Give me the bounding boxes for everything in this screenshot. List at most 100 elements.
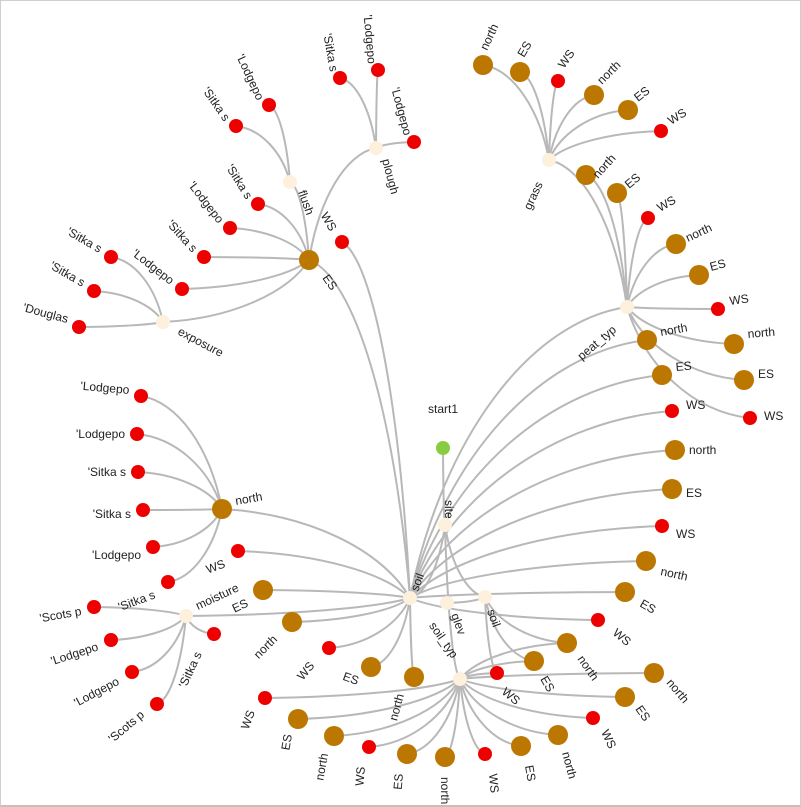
red-node-marker[interactable] <box>362 740 376 754</box>
tree-node-flush[interactable]: flush <box>283 175 317 217</box>
tree-node-lodgepo[interactable]: 'Lodgepo <box>72 665 139 710</box>
tree-node-ws[interactable]: WS <box>294 641 336 683</box>
tree-node-north[interactable]: north <box>548 725 580 780</box>
tree-node-sitka-s[interactable]: 'Sitka s <box>223 162 265 211</box>
brown-node-marker[interactable] <box>652 365 672 385</box>
brown-node-marker[interactable] <box>644 663 664 683</box>
red-node-marker[interactable] <box>161 575 175 589</box>
tree-node-sitka-s[interactable]: 'Sitka s <box>320 32 347 85</box>
tree-node-soil[interactable]: soil <box>403 571 427 605</box>
tree-node-lodgepo[interactable]: 'Lodgepo <box>361 14 385 77</box>
tree-node-north[interactable]: north <box>212 489 263 519</box>
brown-node-marker[interactable] <box>666 234 686 254</box>
tree-node-es[interactable]: ES <box>615 582 658 617</box>
tree-node-es[interactable]: ES <box>511 736 539 782</box>
red-node-marker[interactable] <box>641 211 655 225</box>
tree-node-sitka-s[interactable]: 'Sitka s <box>88 465 145 479</box>
tree-node-ws[interactable]: WS <box>318 210 349 249</box>
red-node-marker[interactable] <box>551 74 565 88</box>
red-node-marker[interactable] <box>150 697 164 711</box>
tree-node-scots-p[interactable]: 'Scots p <box>106 697 164 745</box>
tree-node-es[interactable]: ES <box>341 657 381 688</box>
tree-node-es[interactable]: ES <box>652 359 692 385</box>
brown-node-marker[interactable] <box>665 440 685 460</box>
brown-node-marker[interactable] <box>288 709 308 729</box>
tree-node-es[interactable]: ES <box>524 651 558 694</box>
tree-node-es[interactable]: ES <box>230 580 273 615</box>
tree-node-es[interactable]: ES <box>278 709 308 751</box>
tree-node-sitka-s[interactable]: 'Sitka s <box>164 217 211 264</box>
tree-node-exposure[interactable]: exposure <box>156 315 226 360</box>
red-node-marker[interactable] <box>87 284 101 298</box>
red-node-marker[interactable] <box>258 691 272 705</box>
brown-node-marker[interactable] <box>615 687 635 707</box>
tree-node-lodgepo[interactable]: 'Lodgepo <box>234 52 276 112</box>
tree-node-site[interactable]: site <box>438 500 456 532</box>
brown-node-marker[interactable] <box>253 580 273 600</box>
decision-node-marker[interactable] <box>156 315 170 329</box>
red-node-marker[interactable] <box>175 282 189 296</box>
red-node-marker[interactable] <box>207 627 221 641</box>
tree-node-sitka-s[interactable]: 'Sitka s <box>64 224 118 264</box>
red-node-marker[interactable] <box>591 613 605 627</box>
tree-node-plough[interactable]: plough <box>369 141 402 196</box>
tree-node-lodgepo[interactable]: 'Lodgepo <box>92 540 160 562</box>
tree-node-north[interactable]: north <box>251 612 302 661</box>
brown-node-marker[interactable] <box>299 250 319 270</box>
brown-node-marker[interactable] <box>361 657 381 677</box>
brown-node-marker[interactable] <box>324 726 344 746</box>
brown-node-marker[interactable] <box>662 479 682 499</box>
tree-node-lodgepo[interactable]: 'Lodgepo <box>49 633 118 668</box>
tree-node-north[interactable]: north <box>666 220 714 254</box>
brown-node-marker[interactable] <box>636 551 656 571</box>
tree-node-ws[interactable]: WS <box>591 613 634 649</box>
tree-node-es[interactable]: ES <box>662 479 702 500</box>
tree-node-ws[interactable]: WS <box>655 519 695 541</box>
tree-node-sitka-s[interactable]: 'Sitka s <box>93 503 150 521</box>
brown-node-marker[interactable] <box>576 165 596 185</box>
tree-node-sitka-s[interactable]: 'Sitka s <box>200 84 243 133</box>
tree-node-peat-typ[interactable]: peat_typ <box>575 300 634 363</box>
tree-node-ws[interactable]: WS <box>551 47 578 88</box>
tree-node-es[interactable]: ES <box>299 250 340 293</box>
brown-node-marker[interactable] <box>615 582 635 602</box>
brown-node-marker[interactable] <box>282 612 302 632</box>
tree-node-north[interactable]: north <box>576 151 619 185</box>
start-node-marker[interactable] <box>436 441 450 455</box>
red-node-marker[interactable] <box>104 633 118 647</box>
brown-node-marker[interactable] <box>473 55 493 75</box>
tree-node-ws[interactable]: WS <box>641 193 678 225</box>
red-node-marker[interactable] <box>231 544 245 558</box>
brown-node-marker[interactable] <box>724 334 744 354</box>
tree-node-north[interactable]: north <box>644 663 692 706</box>
red-node-marker[interactable] <box>72 320 86 334</box>
red-node-marker[interactable] <box>223 221 237 235</box>
brown-node-marker[interactable] <box>548 725 568 745</box>
red-node-marker[interactable] <box>478 747 492 761</box>
tree-node-es[interactable]: ES <box>607 170 643 203</box>
tree-node-douglas[interactable]: 'Douglas <box>21 300 86 334</box>
tree-node-ws[interactable]: WS <box>743 409 783 425</box>
brown-node-marker[interactable] <box>397 744 417 764</box>
tree-node-north[interactable]: north <box>557 633 602 683</box>
brown-node-marker[interactable] <box>557 633 577 653</box>
tree-node-sitka-s[interactable]: 'Sitka s <box>176 627 221 690</box>
tree-node-ws[interactable]: WS <box>711 291 750 316</box>
tree-node-es[interactable]: ES <box>615 687 653 724</box>
brown-node-marker[interactable] <box>584 85 604 105</box>
tree-node-grass[interactable]: grass <box>521 153 556 212</box>
brown-node-marker[interactable] <box>734 370 754 390</box>
tree-node-north[interactable]: north <box>435 747 455 804</box>
tree-node-es[interactable]: ES <box>618 83 652 120</box>
red-node-marker[interactable] <box>87 600 101 614</box>
tree-node-lodgepo[interactable]: 'Lodgepo <box>80 379 148 403</box>
decision-node-marker[interactable] <box>453 672 467 686</box>
red-node-marker[interactable] <box>407 135 421 149</box>
red-node-marker[interactable] <box>197 250 211 264</box>
brown-node-marker[interactable] <box>618 100 638 120</box>
tree-node-lodgepo[interactable]: 'Lodgepo <box>388 86 421 149</box>
red-node-marker[interactable] <box>490 666 504 680</box>
red-node-marker[interactable] <box>229 119 243 133</box>
decision-node-marker[interactable] <box>403 591 417 605</box>
tree-node-north[interactable]: north <box>724 325 776 354</box>
